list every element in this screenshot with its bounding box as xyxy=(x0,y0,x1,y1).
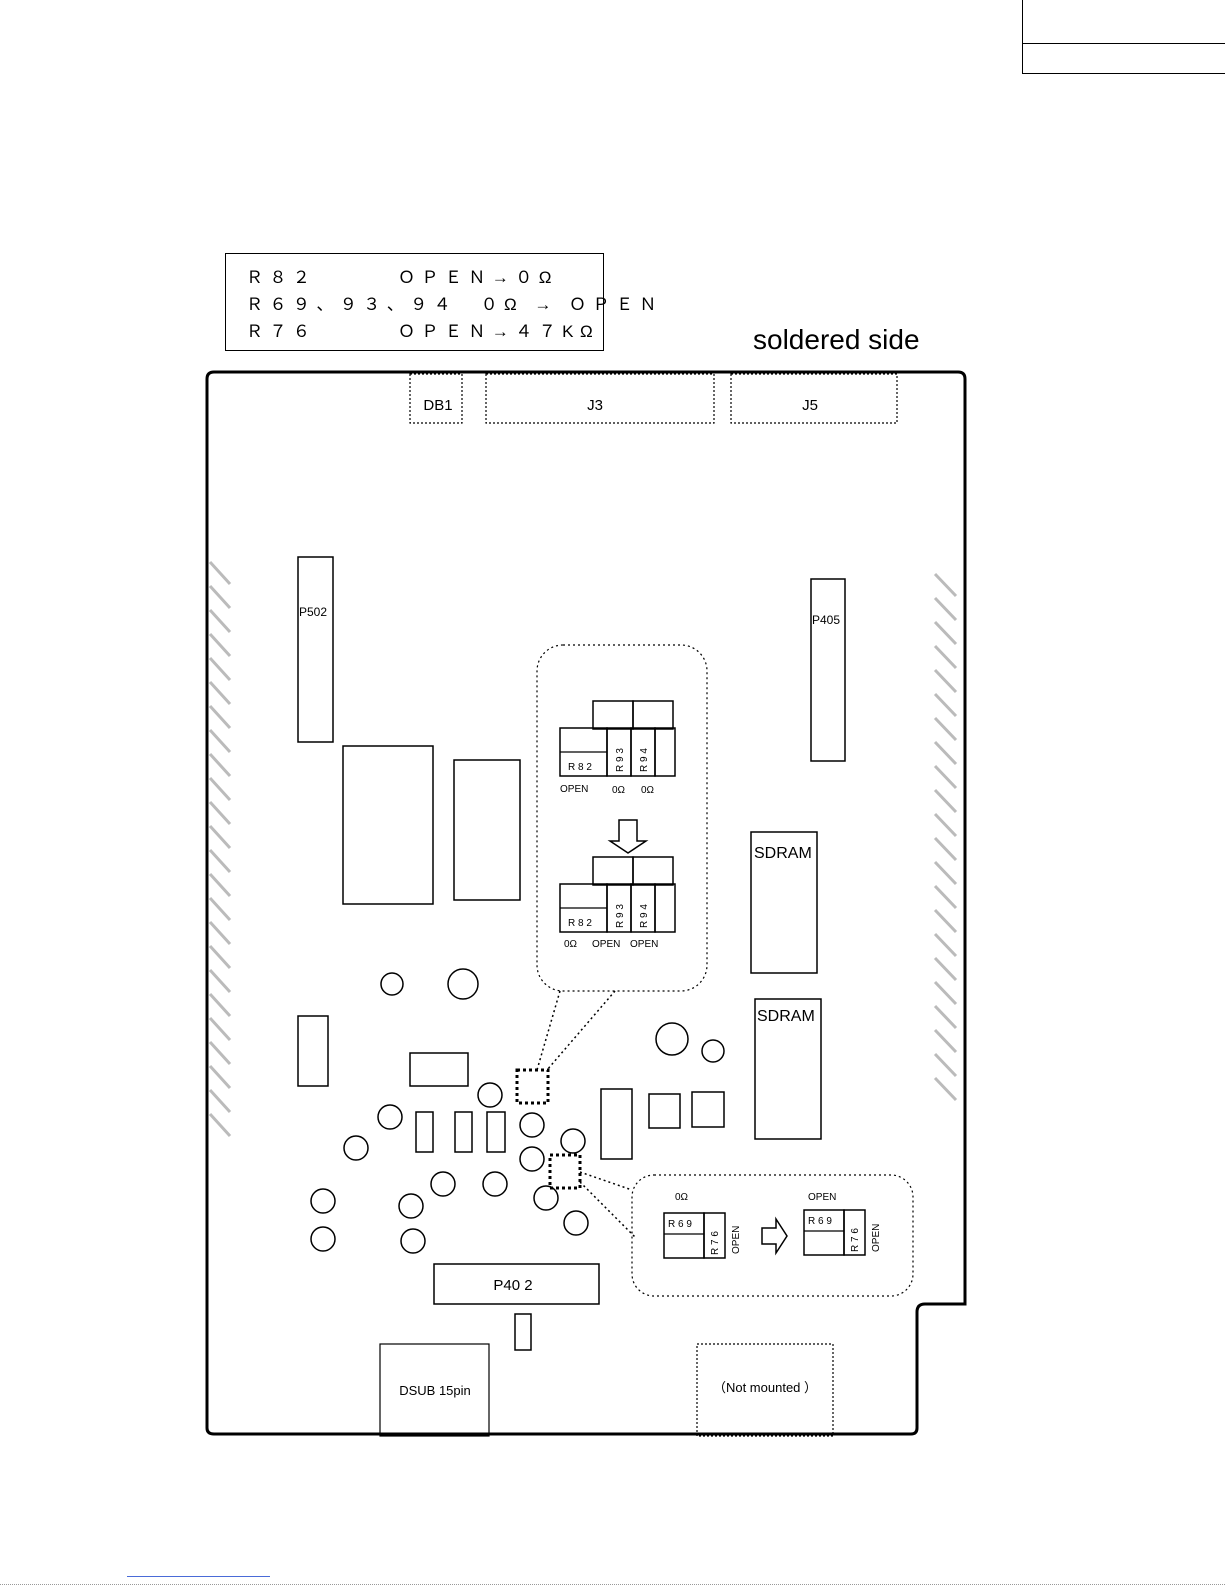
connector-p502-label: P502 xyxy=(299,605,327,619)
component-circle xyxy=(483,1172,507,1196)
component-rect xyxy=(298,1016,328,1086)
r82-label: R 8 2 xyxy=(568,762,592,773)
component-circle xyxy=(448,969,478,999)
r76-label: R 7 6 xyxy=(850,1228,861,1252)
r82-state: 0Ω xyxy=(564,939,578,950)
component-rect xyxy=(692,1092,724,1127)
ic-large-2 xyxy=(454,760,520,900)
arrow-right-icon xyxy=(762,1219,787,1253)
r94-label: R 9 4 xyxy=(639,904,650,928)
r76-label: R 7 6 xyxy=(710,1231,721,1255)
r93-state: 0Ω xyxy=(612,785,626,796)
r69-state: OPEN xyxy=(808,1192,836,1203)
r82-label: R 8 2 xyxy=(568,918,592,929)
r94-state: 0Ω xyxy=(641,785,655,796)
not-mounted-label: （Not mounted ） xyxy=(713,1380,817,1395)
component-rect xyxy=(416,1112,433,1152)
detail-target-top xyxy=(517,1070,548,1103)
component-circle xyxy=(399,1194,423,1218)
component-circle xyxy=(520,1113,544,1137)
ic-large-1 xyxy=(343,746,433,904)
r93-label: R 9 3 xyxy=(615,748,626,772)
callout-leader xyxy=(580,1172,632,1190)
board-outline xyxy=(207,372,965,1434)
component-rect xyxy=(649,1094,680,1128)
component-circle xyxy=(520,1147,544,1171)
r69-state: 0Ω xyxy=(675,1192,689,1203)
component-circle xyxy=(564,1211,588,1235)
r94-state: OPEN xyxy=(630,939,658,950)
callout-leader xyxy=(580,1182,636,1238)
connector-p502 xyxy=(298,557,333,742)
r69-label: R 6 9 xyxy=(808,1216,832,1227)
r93-state: OPEN xyxy=(592,939,620,950)
component-circle xyxy=(344,1136,368,1160)
r69-label: R 6 9 xyxy=(668,1219,692,1230)
connector-db1-label: DB1 xyxy=(423,397,452,414)
component-circle xyxy=(431,1172,455,1196)
callout-leader xyxy=(537,991,560,1070)
component-circle xyxy=(311,1227,335,1251)
connector-p405 xyxy=(811,579,845,761)
component-circle xyxy=(561,1129,585,1153)
r76-state: OPEN xyxy=(871,1224,882,1252)
component-circle xyxy=(702,1040,724,1062)
edge-hatching-right xyxy=(935,574,956,1100)
component-circle xyxy=(478,1083,502,1107)
r82-state: OPEN xyxy=(560,784,588,795)
component-circle xyxy=(656,1023,688,1055)
connector-j3-label: J3 xyxy=(587,397,603,414)
sdram-2-label: SDRAM xyxy=(757,1008,815,1025)
detail-target-bottom xyxy=(550,1155,580,1188)
component-rect xyxy=(455,1112,472,1152)
sdram-1-label: SDRAM xyxy=(754,845,812,862)
r76-state: OPEN xyxy=(731,1226,742,1254)
arrow-down-icon xyxy=(610,820,646,853)
component-rect xyxy=(601,1089,632,1159)
component-rect xyxy=(487,1112,505,1152)
r94-label: R 9 4 xyxy=(639,748,650,772)
component-circle xyxy=(381,973,403,995)
callout-leader xyxy=(547,991,615,1070)
component-circle xyxy=(311,1189,335,1213)
r93-label: R 9 3 xyxy=(615,904,626,928)
component-rect xyxy=(515,1314,531,1350)
component-circle xyxy=(378,1105,402,1129)
connector-j5-label: J5 xyxy=(802,397,818,414)
connector-p405-label: P405 xyxy=(812,613,840,627)
edge-hatching-left xyxy=(210,562,230,1136)
component-circle xyxy=(401,1229,425,1253)
component-circle xyxy=(534,1186,558,1210)
component-rect xyxy=(410,1053,468,1086)
connector-p402-label: P40 2 xyxy=(493,1277,532,1294)
detail-callout-top xyxy=(537,645,707,991)
connector-dsub-label: DSUB 15pin xyxy=(399,1383,471,1398)
